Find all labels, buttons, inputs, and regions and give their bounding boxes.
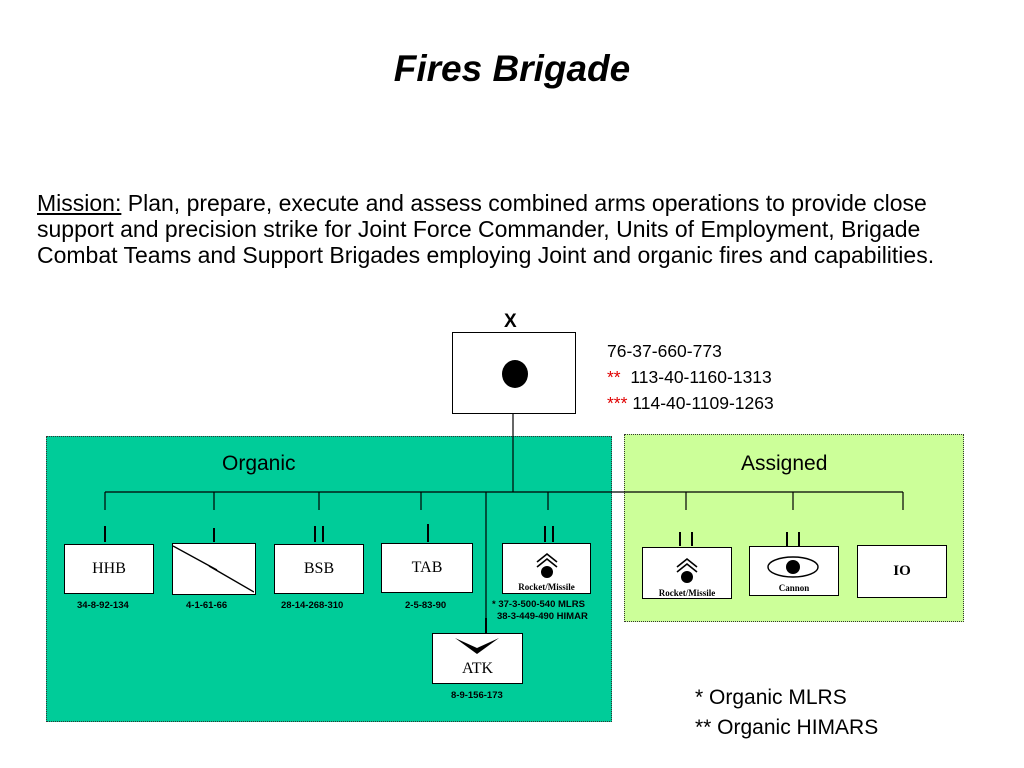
assigned-title: Assigned bbox=[741, 452, 828, 475]
echelon-marks bbox=[104, 524, 800, 634]
unit-atk: ATK bbox=[432, 633, 523, 684]
rocket-missile-icon bbox=[536, 552, 558, 578]
unit-hhb-code: 34-8-92-134 bbox=[77, 600, 129, 611]
hq-code-1: 76-37-660-773 bbox=[607, 341, 722, 361]
brigade-dot-icon bbox=[502, 360, 528, 388]
page-title: Fires Brigade bbox=[393, 48, 631, 89]
rocket-missile-icon bbox=[676, 557, 698, 583]
mission-statement: Mission: Plan, prepare, execute and asse… bbox=[37, 190, 997, 268]
organic-title: Organic bbox=[222, 452, 296, 475]
cannon-icon bbox=[767, 556, 819, 578]
unit-rocket-code-2: 38-3-449-490 HIMAR bbox=[497, 611, 588, 622]
unit-rocket-code-1: * 37-3-500-540 MLRS bbox=[492, 599, 585, 610]
unit-tab-code: 2-5-83-90 bbox=[405, 600, 447, 611]
unit-atk-code: 8-9-156-173 bbox=[451, 690, 503, 701]
unit-bsb-code: 28-14-268-310 bbox=[281, 600, 344, 611]
hq-code-2: ** 113-40-1160-1313 bbox=[607, 367, 772, 387]
mission-label: Mission: bbox=[37, 190, 122, 216]
assigned-io: IO bbox=[857, 545, 947, 598]
unit-rocket-missile: Rocket/Missile bbox=[502, 543, 591, 594]
signal-icon bbox=[173, 545, 254, 593]
footnote-himars: ** Organic HIMARS bbox=[695, 716, 879, 739]
hq-unit-box bbox=[452, 332, 576, 414]
footnote-mlrs: * Organic MLRS bbox=[695, 686, 847, 709]
unit-hhb: HHB bbox=[64, 544, 154, 594]
unit-signal-code: 4-1-61-66 bbox=[186, 600, 228, 611]
hq-code-3: *** 114-40-1109-1263 bbox=[607, 393, 774, 413]
unit-signal bbox=[172, 543, 256, 595]
assigned-cannon: Cannon bbox=[749, 546, 839, 596]
mission-text: Plan, prepare, execute and assess combin… bbox=[37, 190, 935, 268]
assigned-rocket-missile: Rocket/Missile bbox=[642, 547, 732, 599]
hq-echelon: X bbox=[504, 311, 517, 332]
attack-aviation-icon bbox=[455, 638, 499, 654]
unit-tab: TAB bbox=[381, 543, 473, 593]
unit-bsb: BSB bbox=[274, 544, 364, 594]
